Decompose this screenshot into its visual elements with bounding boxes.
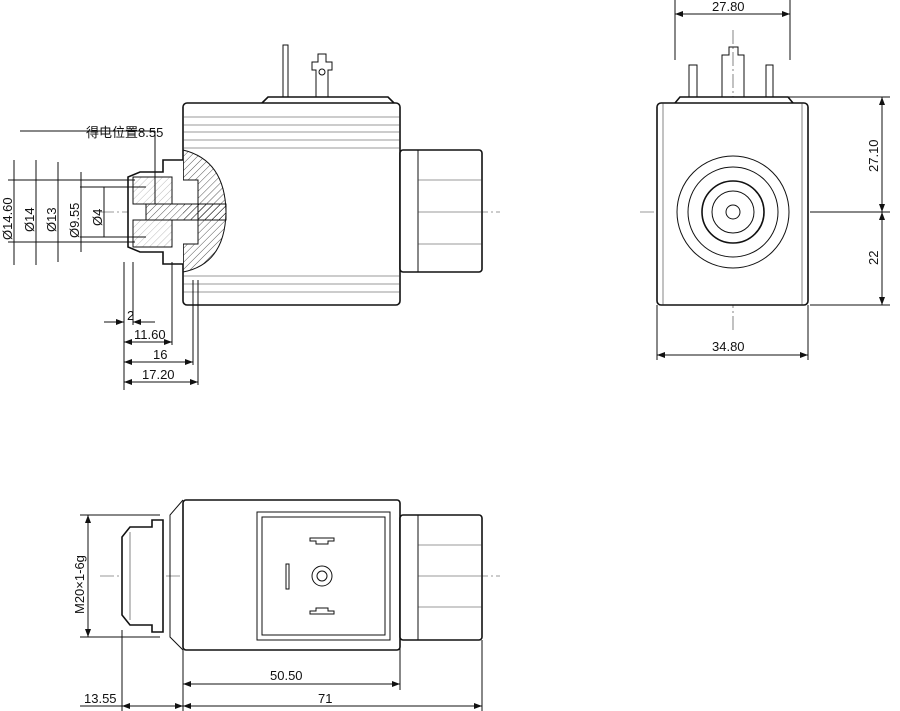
diameter-label: Ø14.60 xyxy=(0,197,15,240)
diameter-label: Ø9.55 xyxy=(67,203,82,238)
dimension-label: 27.80 xyxy=(712,0,745,14)
diameter-label: Ø14 xyxy=(22,207,37,232)
length-label: 17.20 xyxy=(142,367,175,382)
dimension-label: 27.10 xyxy=(866,139,881,172)
diameter-label: Ø13 xyxy=(44,207,59,232)
diameter-label: Ø4 xyxy=(90,209,105,226)
length-label: 2 xyxy=(127,308,134,323)
side-view: 得电位置8.55 Ø14.60 Ø14 Ø13 Ø9.55 Ø4 2 11.60… xyxy=(0,44,500,390)
dimension-label: 50.50 xyxy=(270,668,303,683)
end-view: 27.80 27.10 22 34.80 xyxy=(640,0,890,360)
energized-position-label: 得电位置8.55 xyxy=(86,125,163,140)
dimension-label: 13.55 xyxy=(84,691,117,706)
dimension-label: 22 xyxy=(866,251,881,265)
dimension-label: 34.80 xyxy=(712,339,745,354)
length-label: 11.60 xyxy=(134,327,166,342)
length-label: 16 xyxy=(153,347,167,362)
thread-label: M20×1-6g xyxy=(72,555,87,614)
dimension-label: 71 xyxy=(318,691,332,706)
top-view: M20×1-6g 50.50 13.55 71 xyxy=(72,499,500,711)
